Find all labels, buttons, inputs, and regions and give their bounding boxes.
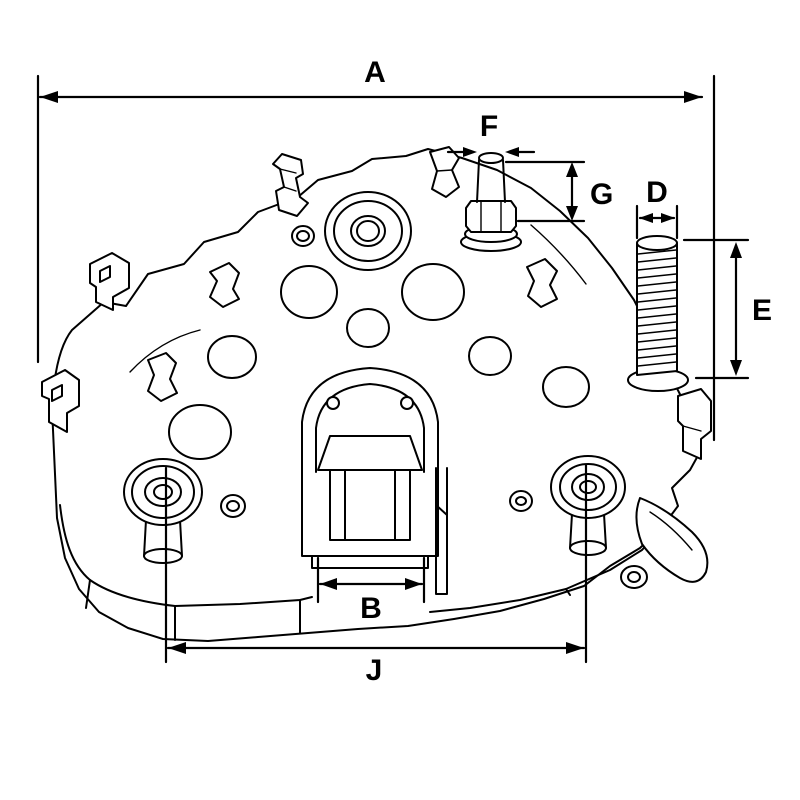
bracket-top-detail [436,169,453,172]
grommet-left-stem [143,519,183,557]
lever-arm [635,497,709,583]
connector-block-inner-arc [315,383,425,473]
stud-top [636,235,678,251]
grommet-right [509,455,626,556]
grommet-left-base [143,548,183,564]
terminal-nut-facets [480,200,502,233]
hole [401,263,465,321]
small-ring-right-bore [515,496,527,506]
terminal-pin-top [478,152,504,164]
hole [346,308,390,348]
dim-b-label: B [360,592,382,625]
plate-contour-left [129,329,201,373]
dim-b-arrow-right [405,578,422,590]
plate-contour-right [530,224,587,285]
lever-arm-detail [649,511,693,551]
dim-a-arrow-right [684,91,702,103]
hole [280,265,338,319]
post-mid-left [147,352,178,402]
post-top-left [272,153,309,217]
hole [542,366,590,408]
dim-g-arrow-bottom [566,206,578,221]
post-right [526,258,558,308]
connector-block [301,367,448,595]
dim-f-arrow-right [505,147,519,157]
grommet-left [123,458,246,564]
grommet-left-bore [153,484,173,500]
bracket-left-lower [41,369,80,433]
dim-e-arrow-bottom [730,360,742,376]
connector-rivet-right [400,396,414,410]
terminal-nut [465,200,517,233]
dimension-j: J [164,463,588,687]
bracket-left-upper-hole [99,265,111,283]
stud-threads [637,249,677,367]
hole [168,404,232,460]
connector-cavity-top [317,435,423,471]
dim-j-label: J [366,654,383,687]
bracket-top [429,146,460,198]
brackets [41,146,712,589]
dim-j-arrow-right [566,642,584,654]
dim-d-arrow-right [661,213,675,223]
terminal-blade [435,467,448,595]
dim-a-arrow-left [40,91,58,103]
dimension-e: E [682,238,772,380]
terminal-pin-sides [476,159,506,203]
grommet-right-base [569,540,607,556]
center-bearing-ring [291,191,412,271]
dim-b-arrow-left [320,578,337,590]
lever-hole-bore [627,571,641,583]
connector-rivet-left [326,396,340,410]
small-ring-left-bore [226,500,240,512]
terminal-stud [460,152,522,252]
bracket-right-side-detail [682,425,702,432]
grommet-right-bore [579,480,597,494]
dimension-g: G [504,160,613,223]
dim-d-arrow-left [639,213,653,223]
bracket-left-upper [89,252,130,311]
dim-f-arrow-left [463,147,477,157]
threaded-stud [627,235,689,392]
dimension-d: D [635,176,679,240]
dim-e-arrow-top [730,242,742,258]
hole [207,335,257,379]
grommet-right-stem [569,513,607,549]
bracket-right-side [677,388,712,460]
dim-g-arrow-top [566,162,578,177]
connector-cavity-body [329,469,411,541]
dimension-f: F [446,110,536,157]
bracket-left-lower-hole [51,384,63,402]
dim-f-label: F [480,110,498,143]
ring-bore [356,220,380,242]
plate-front-edge [59,504,313,607]
dim-g-label: G [590,178,613,211]
dim-e-label: E [752,294,772,327]
dimension-a: A [36,56,716,442]
dimension-b: B [316,556,426,625]
dim-d-label: D [646,176,668,209]
plate-edge-steps [85,579,571,641]
dim-a-label: A [364,56,386,89]
post-top-left-detail [279,168,297,192]
dim-j-arrow-left [168,642,186,654]
hole [468,336,512,376]
post-upper-left [209,262,240,308]
plate-holes [168,263,590,460]
small-ring-bore [296,230,310,242]
connector-bottom-lip [311,555,429,569]
